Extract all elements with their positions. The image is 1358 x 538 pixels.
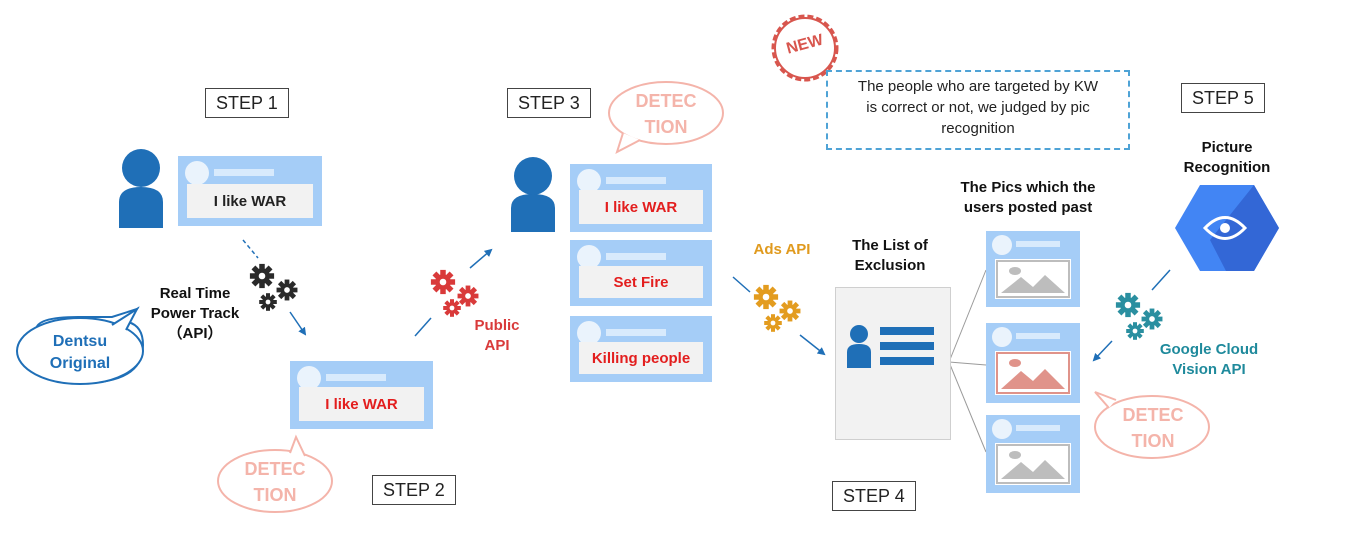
pic-card	[986, 415, 1080, 493]
post-text: Set Fire	[579, 266, 703, 298]
pic-card	[986, 231, 1080, 307]
note-line: The people who are targeted by KW	[857, 78, 1099, 95]
picture-recognition-label: Picture Recognition	[1172, 138, 1282, 178]
note-line: is correct or not, we judged by pic	[866, 99, 1090, 116]
label-line: Power Track	[150, 305, 240, 322]
post-card: Killing people	[570, 316, 712, 382]
label-line: Public	[474, 317, 520, 334]
exclusion-list-panel	[835, 287, 951, 440]
detection-text: DETEC TION	[1103, 402, 1203, 454]
list-icon	[847, 325, 934, 368]
image-icon	[996, 444, 1070, 484]
bubble-line: Dentsu	[52, 333, 108, 350]
label-line: The Pics which the	[960, 179, 1096, 196]
image-icon	[996, 260, 1070, 298]
bubble-line: Original	[49, 355, 111, 372]
list-of-exclusion-label: The List of Exclusion	[840, 236, 940, 276]
arrow-icon	[242, 239, 1171, 362]
bubble-line: TION	[1131, 431, 1175, 451]
user-icon	[511, 157, 555, 232]
post-card: Set Fire	[570, 240, 712, 306]
label-line: Vision API	[1172, 361, 1246, 378]
gear-icon	[1115, 292, 1163, 340]
step-2-label: STEP 2	[372, 475, 456, 505]
detection-text: DETEC TION	[616, 88, 716, 140]
step-5-label: STEP 5	[1181, 83, 1265, 113]
bubble-line: DETEC	[244, 459, 306, 479]
speech-bubble	[16, 306, 145, 385]
post-card: I like WAR	[290, 361, 433, 429]
post-card: I like WAR	[178, 156, 322, 226]
label-line: Google Cloud	[1159, 341, 1259, 358]
step-1-label: STEP 1	[205, 88, 289, 118]
pic-card	[986, 323, 1080, 403]
gear-icon	[753, 284, 801, 332]
gear-icon	[249, 263, 298, 311]
ads-api-label: Ads API	[753, 241, 811, 258]
detection-text: DETEC TION	[225, 456, 325, 508]
post-text: Killing people	[579, 342, 703, 374]
bubble-line: DETEC	[635, 91, 697, 111]
step-4-label: STEP 4	[832, 481, 916, 511]
dentsu-original-text: Dentsu Original	[40, 331, 120, 375]
detection-bubble	[217, 81, 1210, 513]
post-text: I like WAR	[579, 190, 703, 224]
label-line: The List of	[852, 237, 928, 254]
google-cloud-vision-label: Google Cloud Vision API	[1150, 340, 1268, 380]
label-line: API	[484, 337, 510, 354]
google-cloud-vision-icon	[1175, 185, 1279, 271]
bubble-line: DETEC	[1122, 405, 1184, 425]
bubble-line: TION	[644, 117, 688, 137]
step-3-label: STEP 3	[507, 88, 591, 118]
label-line: Real Time	[159, 285, 231, 302]
bubble-line: TION	[253, 485, 297, 505]
public-api-label: Public API	[466, 316, 528, 356]
label-line: （API）	[167, 325, 223, 342]
note-box: The people who are targeted by KW is cor…	[826, 70, 1130, 150]
label-line: Recognition	[1183, 159, 1271, 176]
note-line: recognition	[941, 120, 1015, 137]
post-text: I like WAR	[299, 387, 424, 421]
new-badge-icon	[771, 14, 839, 82]
image-icon	[996, 352, 1070, 394]
label-line: users posted past	[963, 199, 1093, 216]
real-time-power-track-label: Real Time Power Track （API）	[140, 284, 250, 344]
post-text: I like WAR	[187, 184, 313, 218]
label-line: Picture	[1201, 139, 1253, 156]
pics-posted-label: The Pics which the users posted past	[950, 178, 1106, 218]
gear-icon	[430, 269, 479, 317]
label-line: Exclusion	[854, 257, 926, 274]
user-icon	[119, 149, 163, 228]
post-card: I like WAR	[570, 164, 712, 232]
